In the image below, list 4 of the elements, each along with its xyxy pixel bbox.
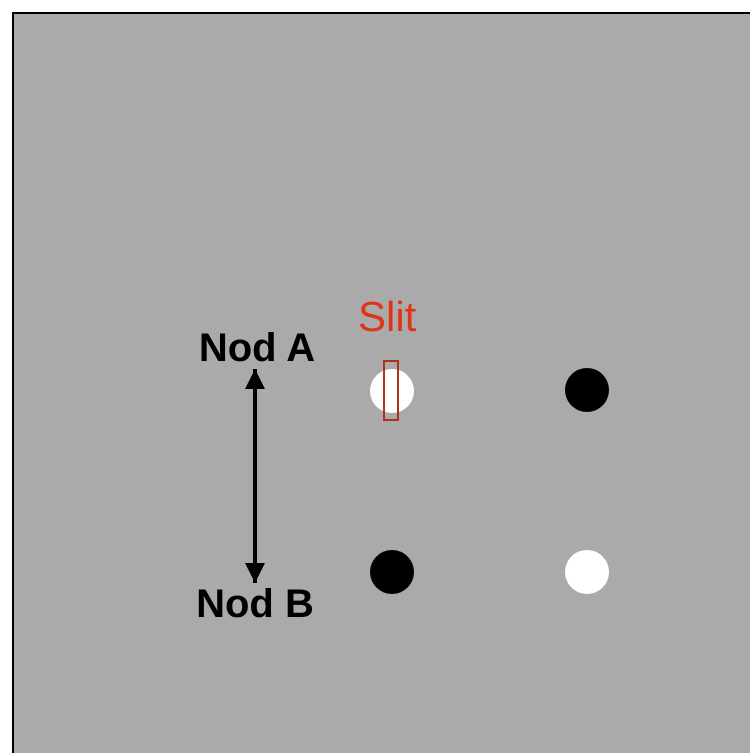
- slit-label: Slit: [358, 296, 416, 338]
- node-label: Nod B: [185, 584, 325, 624]
- double-arrow: [245, 369, 265, 583]
- node-label: Nod A: [187, 328, 327, 368]
